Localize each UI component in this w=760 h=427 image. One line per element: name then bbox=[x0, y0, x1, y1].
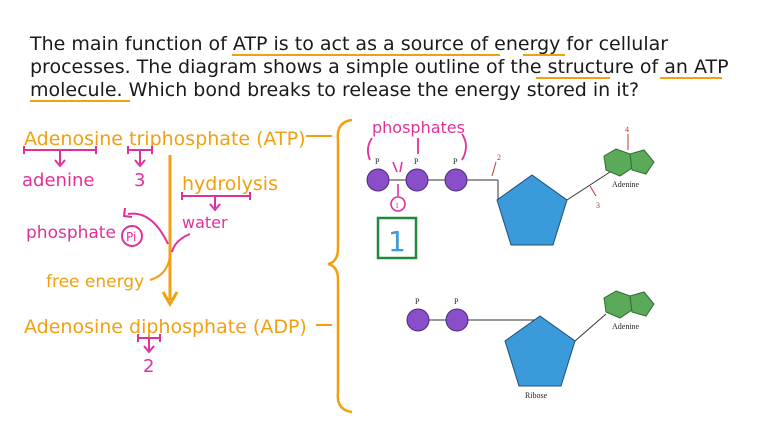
adp-phosphate-1 bbox=[406, 308, 430, 332]
answer-box: 1 bbox=[376, 216, 418, 260]
phosphates-label: phosphates bbox=[372, 118, 465, 137]
atp-adenine-ring-1 bbox=[603, 148, 633, 177]
di-bracket bbox=[137, 334, 161, 350]
adenine-arrow-icon bbox=[54, 159, 66, 168]
bond-1-markers bbox=[392, 161, 403, 196]
tri-bracket bbox=[127, 146, 153, 164]
answer-frame bbox=[376, 216, 418, 260]
bond-4-label: 4 bbox=[625, 125, 629, 134]
water-note: water bbox=[182, 213, 228, 232]
phosphate-3 bbox=[444, 168, 468, 192]
adp-adenine-bond bbox=[574, 313, 607, 342]
two-note: 2 bbox=[143, 356, 154, 377]
adp-p-label-1: P bbox=[415, 297, 420, 306]
atp-adenine-label: Adenine bbox=[612, 180, 640, 189]
bond-2-pointer bbox=[491, 161, 497, 177]
adenine-bracket bbox=[23, 146, 97, 164]
atp-brace bbox=[327, 118, 353, 281]
hydrolysis-note: hydrolysis bbox=[182, 173, 278, 195]
bond-1-circle-icon bbox=[390, 196, 406, 212]
adp-adenine-ring-2 bbox=[629, 291, 655, 317]
bond-2-label: 2 bbox=[497, 153, 501, 162]
adp-adenine-ring-1 bbox=[603, 290, 633, 319]
hydrolysis-bracket bbox=[181, 192, 251, 208]
braces bbox=[327, 118, 353, 414]
atp-adenine-bond bbox=[566, 171, 611, 201]
hydrolysis-arrow-icon bbox=[209, 203, 221, 212]
energy-arrow bbox=[149, 254, 171, 281]
question-line-3: molecule. Which bond breaks to release t… bbox=[30, 79, 639, 101]
answer-value: 1 bbox=[388, 225, 406, 258]
phosphate-arrow-head-icon bbox=[122, 207, 133, 218]
adp-brace bbox=[336, 280, 353, 414]
adp-molecule: P P Adenine Ribose bbox=[406, 290, 655, 400]
phosphate-2 bbox=[405, 168, 429, 192]
adp-p-label-2: P bbox=[454, 297, 459, 306]
atp-p-label-1: P bbox=[375, 157, 380, 166]
atp-phosphates: P P P bbox=[366, 157, 468, 192]
free-energy-note: free energy bbox=[46, 272, 144, 292]
reaction-arrow-head-icon bbox=[161, 291, 179, 307]
question-text: The main function of ATP is to act as a … bbox=[29, 33, 729, 102]
atp-adenine-ring-2 bbox=[629, 149, 655, 175]
bond-3-pointer bbox=[589, 185, 597, 197]
pi-symbol: Pi bbox=[126, 230, 136, 244]
phosphate-release-arrow bbox=[127, 212, 169, 245]
adp-ribose bbox=[504, 315, 576, 387]
pi-circle-icon bbox=[121, 225, 143, 247]
atp-p-label-3: P bbox=[453, 157, 458, 166]
question-underlines bbox=[30, 54, 722, 102]
three-note: 3 bbox=[134, 170, 145, 191]
adp-name: Adenosine diphosphate (ADP) bbox=[24, 316, 307, 338]
adp-phosphate-2 bbox=[445, 308, 469, 332]
phosphates-arrows bbox=[367, 133, 467, 161]
atp-name: Adenosine triphosphate (ATP) bbox=[24, 128, 306, 150]
bond-1-label: 1 bbox=[395, 201, 399, 210]
question-line-1: The main function of ATP is to act as a … bbox=[29, 33, 668, 55]
adenine-note: adenine bbox=[22, 170, 94, 191]
bond-3-label: 3 bbox=[596, 201, 600, 210]
water-arrow bbox=[171, 233, 191, 253]
atp-molecule: phosphates P P P 1 2 bbox=[366, 118, 655, 246]
tri-arrow-icon bbox=[134, 159, 146, 168]
notes-panel: Adenosine triphosphate (ATP) adenine 3 h… bbox=[22, 128, 332, 377]
phosphate-1 bbox=[366, 168, 390, 192]
atp-p-label-2: P bbox=[414, 157, 419, 166]
adp-ribose-label: Ribose bbox=[525, 391, 548, 400]
adp-adenine-label: Adenine bbox=[612, 322, 640, 331]
phosphate-note: phosphate bbox=[26, 223, 116, 243]
atp-ribose bbox=[496, 174, 568, 246]
di-arrow-icon bbox=[143, 345, 155, 354]
question-line-2: processes. The diagram shows a simple ou… bbox=[30, 56, 729, 78]
